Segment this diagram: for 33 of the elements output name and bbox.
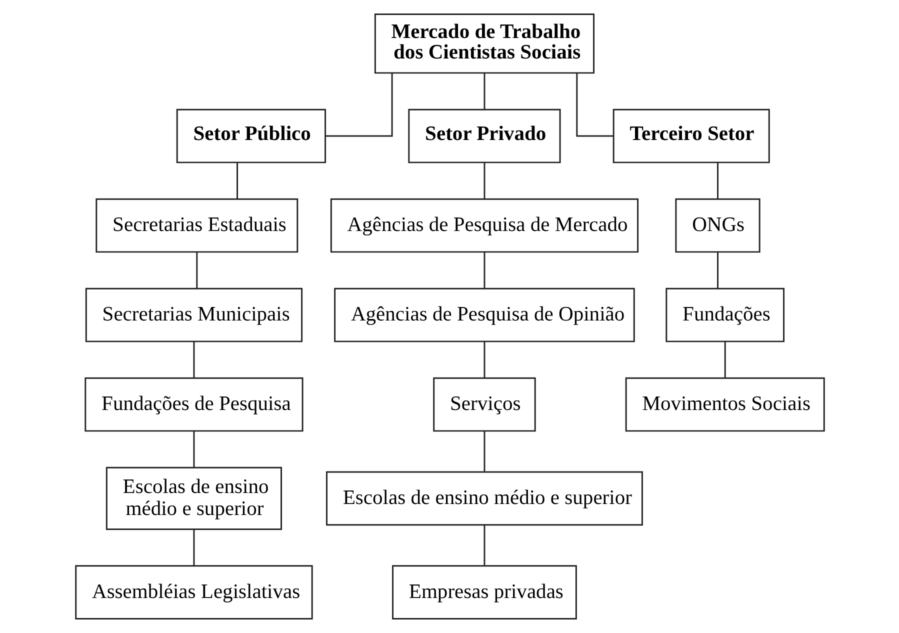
node-box: Secretarias Municipais [84, 288, 302, 342]
connector [192, 342, 194, 378]
node-box: Secretarias Estaduais [95, 198, 298, 253]
node-box: Fundações [665, 288, 784, 342]
node-box: Agências de Pesquisa de Opinião [334, 288, 634, 342]
connector [196, 252, 198, 288]
node-box: Agências de Pesquisa de Mercado [330, 198, 638, 253]
node-box: Setor Público [176, 108, 326, 164]
node-box: Mercado de Trabalho dos Cientistas Sociais [374, 14, 594, 74]
node-box: Terceiro Setor [612, 108, 770, 164]
connector [483, 525, 485, 566]
node-box: Movimentos Sociais [624, 377, 824, 432]
connector [716, 252, 718, 288]
connector [483, 162, 485, 199]
connector [483, 73, 485, 110]
connector [576, 73, 613, 137]
connector [724, 342, 726, 378]
node-box: Fundações de Pesquisa [84, 377, 303, 432]
node-box: ONGs [674, 198, 760, 253]
connector [716, 162, 718, 199]
node-box: Setor Privado [408, 108, 560, 164]
connector [192, 530, 194, 566]
node-box: Assembléias Legislativas [74, 565, 312, 620]
node-box: Empresas privadas [392, 565, 576, 620]
connector [192, 431, 194, 468]
node-box: Escolas de ensino médio e superior [105, 466, 282, 530]
connector [324, 73, 392, 137]
connector [483, 252, 485, 288]
connector [236, 162, 238, 199]
connector [483, 431, 485, 472]
node-box: Escolas de ensino médio e superior [326, 471, 642, 526]
connector [483, 342, 485, 378]
node-box: Serviços [432, 377, 536, 432]
